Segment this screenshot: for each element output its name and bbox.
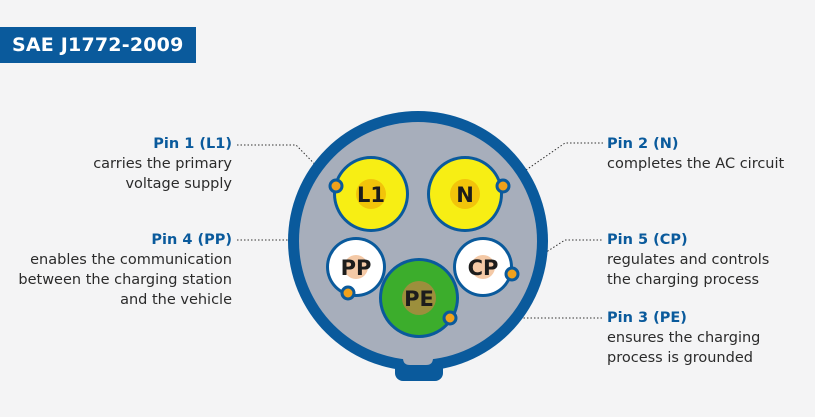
label-pin-l1: Pin 1 (L1) carries the primary voltage s… bbox=[93, 134, 232, 194]
pin-l1-name: Pin 1 (L1) bbox=[153, 136, 232, 152]
pin-pp: PP bbox=[326, 237, 386, 301]
pin-l1-symbol: L1 bbox=[357, 183, 385, 207]
label-pin-pe: Pin 3 (PE) ensures the charging process … bbox=[607, 308, 760, 368]
pin-n-symbol: N bbox=[456, 183, 474, 207]
pin-pe-core bbox=[402, 281, 436, 315]
pin-n-name: Pin 2 (N) bbox=[607, 136, 679, 152]
pin-pp-symbol: PP bbox=[341, 256, 372, 280]
pin-pe-name: Pin 3 (PE) bbox=[607, 310, 687, 326]
pin-l1-desc-line-2: voltage supply bbox=[125, 176, 232, 192]
leader-line-cp bbox=[511, 239, 603, 275]
connector-body bbox=[288, 111, 548, 381]
pin-cp-desc-line-1: regulates and controls bbox=[607, 252, 770, 268]
pin-cp-marker bbox=[504, 266, 520, 282]
pin-pe-desc-line-1: ensures the charging bbox=[607, 330, 761, 346]
pin-pp-name: Pin 4 (PP) bbox=[151, 232, 232, 248]
pin-pe-desc-line-2: process is grounded bbox=[607, 350, 753, 366]
label-pin-pp: Pin 4 (PP) enables the communication bet… bbox=[18, 230, 232, 310]
pin-l1-marker bbox=[328, 178, 344, 194]
label-pin-n: Pin 2 (N) completes the AC circuit bbox=[607, 134, 784, 174]
connector-key-notch bbox=[403, 336, 433, 365]
page-title: SAE J1772-2009 bbox=[0, 27, 196, 63]
pin-cp-core bbox=[471, 255, 495, 279]
pin-l1: L1 bbox=[328, 156, 409, 232]
pin-pe: PE bbox=[379, 258, 459, 338]
pin-pp-desc-line-2: between the charging station bbox=[18, 272, 232, 288]
pin-cp-name: Pin 5 (CP) bbox=[607, 232, 688, 248]
pin-pe-marker bbox=[442, 310, 458, 326]
pin-l1-desc-line-1: carries the primary bbox=[93, 156, 232, 172]
pin-pp-desc-line-1: enables the communication bbox=[30, 252, 232, 268]
pin-cp-desc-line-2: the charging process bbox=[607, 272, 760, 288]
pin-pp-desc-line-3: and the vehicle bbox=[120, 292, 232, 308]
pin-pp-marker bbox=[340, 285, 356, 301]
pin-pp-core bbox=[344, 255, 368, 279]
pin-n: N bbox=[427, 156, 511, 232]
pin-n-marker bbox=[495, 178, 511, 194]
label-pin-cp: Pin 5 (CP) regulates and controls the ch… bbox=[607, 230, 769, 290]
pin-cp-symbol: CP bbox=[468, 256, 499, 280]
pin-l1-core bbox=[356, 179, 386, 209]
pin-pe-symbol: PE bbox=[404, 287, 434, 311]
pin-n-desc-line-1: completes the AC circuit bbox=[607, 156, 785, 172]
pin-cp: CP bbox=[453, 237, 520, 297]
pin-n-core bbox=[450, 179, 480, 209]
